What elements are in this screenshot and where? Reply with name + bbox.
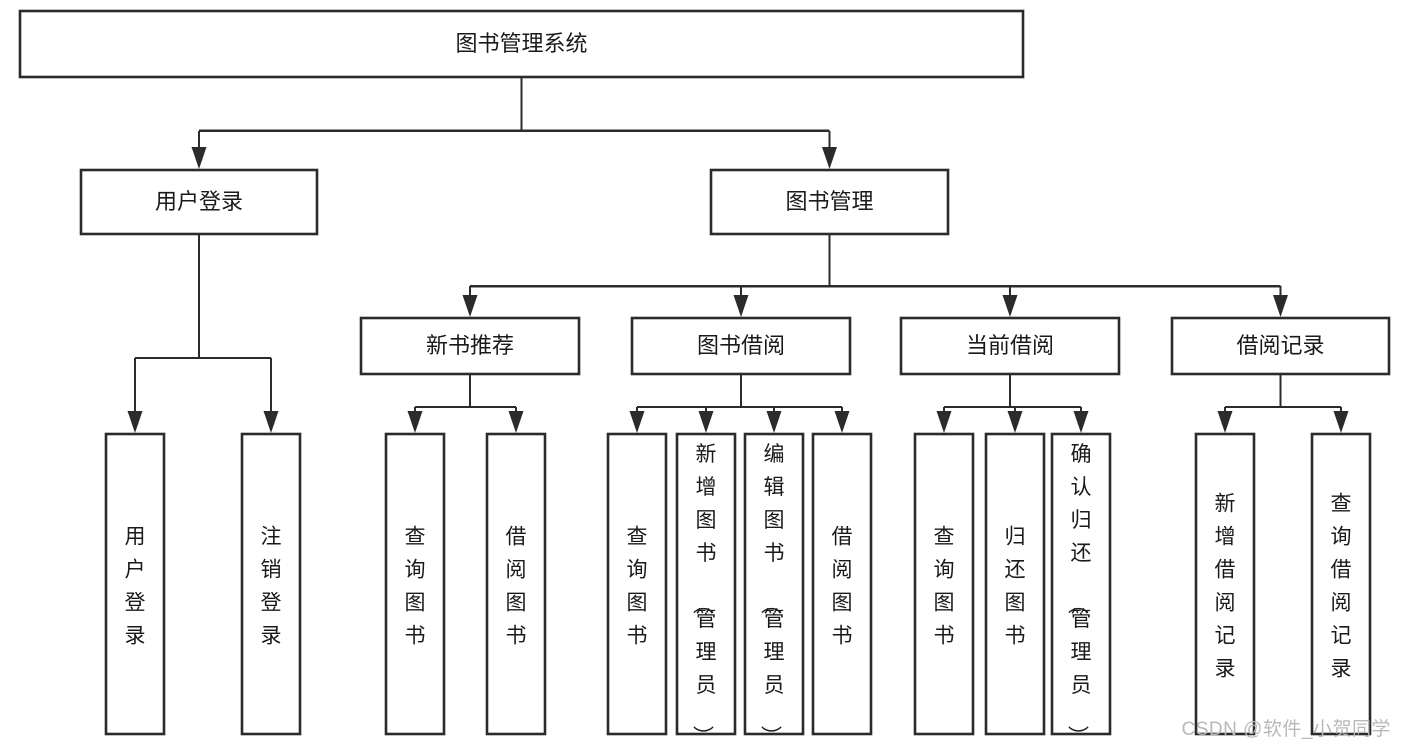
watermark-text: CSDN @软件_小贺同学 [1181, 719, 1391, 740]
node-box [709, 168, 950, 236]
arrow-head-icon [834, 411, 850, 433]
arrow-head-icon [127, 411, 143, 433]
node-leaf-user-logout[interactable]: 注销登录 [240, 432, 302, 736]
node-label: 编辑图书（管理员） [759, 443, 785, 746]
node-leaf-newbook-query[interactable]: 查询图书 [384, 432, 446, 736]
node-box [79, 168, 319, 236]
arrow-head-icon [822, 147, 837, 169]
node-leaf-current-query[interactable]: 查询图书 [913, 432, 975, 736]
node-login[interactable]: 用户登录 [79, 168, 319, 236]
node-records[interactable]: 借阅记录 [1170, 316, 1391, 376]
arrow-head-icon [629, 411, 645, 433]
node-label: 注销登录 [261, 526, 282, 648]
node-label: 新增借阅记录 [1215, 493, 1236, 681]
arrow-head-icon [1333, 411, 1349, 433]
node-label: 查询图书 [627, 526, 648, 648]
arrow-head-icon [1217, 411, 1233, 433]
node-label: 新增图书（管理员） [691, 443, 717, 746]
node-label: 确认归还（管理员） [1066, 443, 1092, 746]
node-label: 借阅图书 [506, 526, 527, 648]
node-label: 图书管理 [785, 189, 873, 214]
arrow-head-icon [462, 295, 478, 317]
node-box [240, 432, 302, 736]
arrow-head-icon [766, 411, 782, 433]
node-leaf-user-login[interactable]: 用户登录 [104, 432, 166, 736]
node-label: 归还图书 [1005, 526, 1026, 648]
node-label: 图书管理系统 [455, 31, 587, 56]
node-label: 借阅图书 [832, 526, 853, 648]
arrow-head-icon [1007, 411, 1023, 433]
node-box [18, 9, 1025, 79]
arrow-head-icon [1273, 295, 1288, 317]
node-box [899, 316, 1121, 376]
node-newbook[interactable]: 新书推荐 [359, 316, 581, 376]
arrow-head-icon [1002, 295, 1018, 317]
node-bookmgmt[interactable]: 图书管理 [709, 168, 950, 236]
edges-layer [127, 77, 1349, 433]
node-leaf-current-return[interactable]: 归还图书 [984, 432, 1046, 736]
arrow-head-icon [407, 411, 423, 433]
node-box [359, 316, 581, 376]
node-leaf-borrow-add[interactable]: 新增图书（管理员） [675, 432, 737, 746]
node-box [630, 316, 852, 376]
node-box [104, 432, 166, 736]
node-label: 图书借阅 [697, 333, 785, 358]
node-leaf-borrow-lend[interactable]: 借阅图书 [811, 432, 873, 736]
node-leaf-borrow-query[interactable]: 查询图书 [606, 432, 668, 736]
node-box [1170, 316, 1391, 376]
node-box [743, 432, 805, 736]
node-label: 用户登录 [155, 189, 243, 214]
node-label: 查询图书 [934, 526, 955, 648]
node-leaf-records-add[interactable]: 新增借阅记录 [1194, 432, 1256, 736]
arrow-head-icon [698, 411, 714, 433]
node-box [984, 432, 1046, 736]
node-leaf-newbook-borrow[interactable]: 借阅图书 [485, 432, 547, 736]
node-box [1194, 432, 1256, 736]
node-label: 当前借阅 [966, 333, 1054, 358]
node-box [384, 432, 446, 736]
arrow-head-icon [191, 147, 207, 169]
arrow-head-icon [508, 411, 524, 433]
node-box [811, 432, 873, 736]
node-label: 查询借阅记录 [1331, 493, 1352, 681]
node-label: 查询图书 [405, 526, 426, 648]
node-leaf-current-confirm[interactable]: 确认归还（管理员） [1050, 432, 1112, 746]
node-root[interactable]: 图书管理系统 [18, 9, 1025, 79]
arrow-head-icon [733, 295, 749, 317]
node-leaf-borrow-edit[interactable]: 编辑图书（管理员） [743, 432, 805, 746]
node-box [606, 432, 668, 736]
node-label: 借阅记录 [1236, 333, 1324, 358]
node-box [485, 432, 547, 736]
nodes-layer: 图书管理系统用户登录图书管理新书推荐图书借阅当前借阅借阅记录用户登录注销登录查询… [18, 9, 1391, 746]
node-leaf-records-query[interactable]: 查询借阅记录 [1310, 432, 1372, 736]
node-box [1310, 432, 1372, 736]
node-current[interactable]: 当前借阅 [899, 316, 1121, 376]
node-box [913, 432, 975, 736]
arrow-head-icon [263, 411, 279, 433]
arrow-head-icon [936, 411, 952, 433]
node-label: 用户登录 [125, 526, 146, 648]
arrow-head-icon [1073, 411, 1089, 433]
node-label: 新书推荐 [426, 333, 514, 358]
node-box [675, 432, 737, 736]
node-borrow[interactable]: 图书借阅 [630, 316, 852, 376]
node-box [1050, 432, 1112, 736]
